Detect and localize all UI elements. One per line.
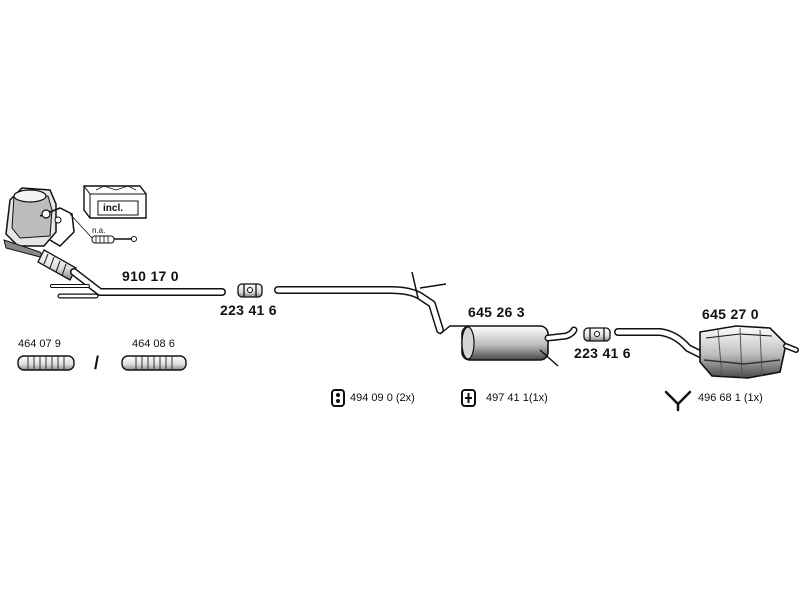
middle-silencer-part-number: 645 26 3 (468, 304, 525, 320)
clamp-right-part-number: 223 41 6 (574, 345, 631, 361)
rear-connecting-pipe[interactable] (614, 328, 704, 358)
sensor-note: n.a. (92, 226, 106, 235)
rubber-mount-b-icon[interactable] (461, 389, 476, 407)
flex-separator: / (94, 353, 100, 373)
flex-pipe-b[interactable] (121, 355, 187, 371)
rubber-mount-a-label: 494 09 0 (2x) (350, 392, 415, 404)
catalytic-converter[interactable] (3, 187, 75, 259)
flex-pipe-b-part-number: 464 08 6 (132, 338, 175, 350)
clamp-left-part-number: 223 41 6 (220, 302, 277, 318)
rear-silencer-part-number: 645 27 0 (702, 306, 759, 322)
flex-pipe-a-part-number: 464 07 9 (18, 338, 61, 350)
intermediate-pipe[interactable] (274, 271, 447, 334)
included-label: incl. (103, 203, 124, 214)
front-pipe-flex-section[interactable] (37, 249, 77, 281)
middle-silencer[interactable] (439, 325, 578, 367)
clamp-right[interactable] (583, 327, 611, 342)
rear-silencer[interactable] (699, 325, 799, 379)
clamp-left[interactable] (237, 283, 263, 298)
flex-pipe-a[interactable] (17, 355, 75, 371)
hanger-icon[interactable] (664, 390, 692, 412)
rubber-mount-b-label: 497 41 1(1x) (486, 392, 548, 404)
front-pipe-part-number: 910 17 0 (122, 268, 179, 284)
hanger-label: 496 68 1 (1x) (698, 392, 763, 404)
rubber-mount-a-icon[interactable] (331, 389, 345, 407)
included-kit-box[interactable] (83, 185, 147, 219)
front-pipe[interactable] (50, 268, 226, 299)
lambda-sensor[interactable] (69, 213, 137, 244)
